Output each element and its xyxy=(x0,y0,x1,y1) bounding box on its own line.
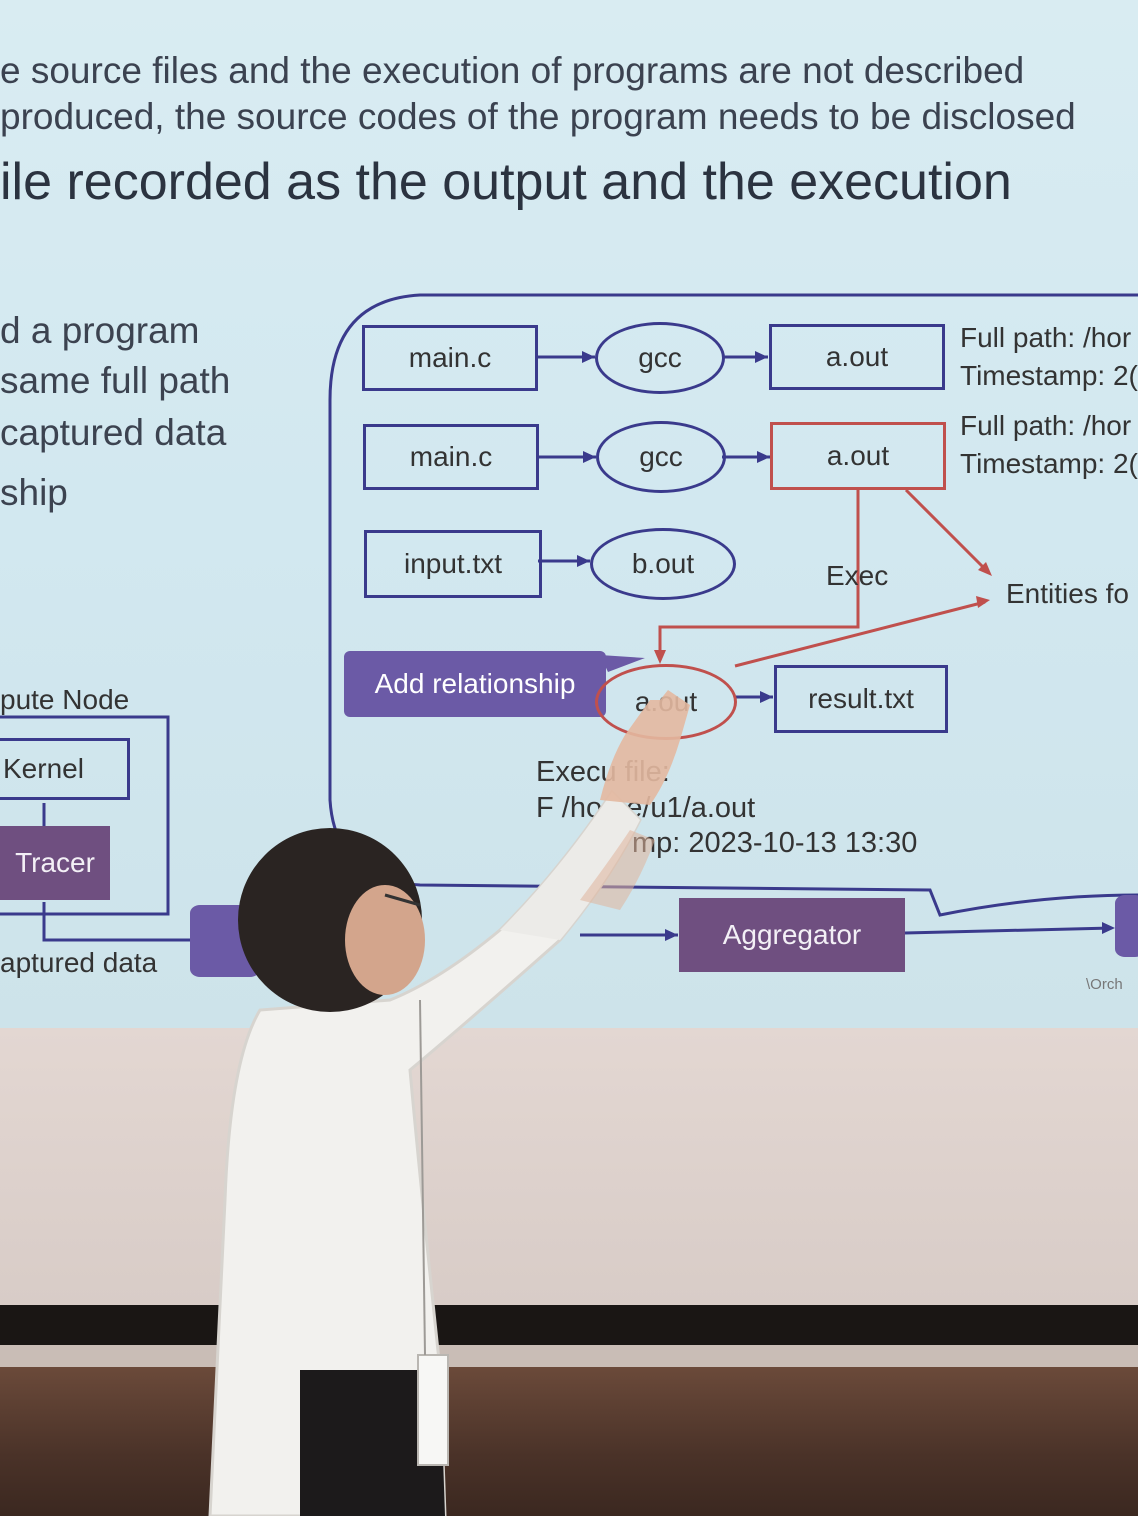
database-icon-right xyxy=(1115,895,1138,957)
projection-screen: e source files and the execution of prog… xyxy=(0,0,1138,1028)
entities-label: Entities fo xyxy=(1006,578,1129,609)
compiler-process-oval: gcc xyxy=(595,322,725,394)
orchestrator-label: \Orch xyxy=(1086,976,1123,993)
slide-heading: ile recorded as the output and the execu… xyxy=(0,153,1012,211)
output-file-box: a.out xyxy=(769,324,945,390)
result-file-box: result.txt xyxy=(774,665,948,733)
add-relationship-callout: Add relationship xyxy=(344,651,606,717)
source-file-box: main.c xyxy=(362,325,538,391)
full-path-text: Full path: /hor xyxy=(960,322,1132,353)
source-file-box-2: main.c xyxy=(363,424,539,490)
slide-text-line-1: e source files and the execution of prog… xyxy=(0,50,1025,91)
tracer-box: Tracer xyxy=(0,826,110,900)
screen-lower-area xyxy=(0,1028,1138,1308)
bullet-4: ship xyxy=(0,472,68,513)
exec-file-line-1: Execu file: xyxy=(536,756,670,788)
input-file-box: input.txt xyxy=(364,530,542,598)
timestamp-text: Timestamp: 2( xyxy=(960,360,1138,391)
screen-bottom-rail xyxy=(0,1305,1138,1345)
compiler-process-oval-2: gcc xyxy=(596,421,726,493)
database-icon xyxy=(190,905,260,977)
compute-node-label: pute Node xyxy=(0,684,130,715)
wall-trim xyxy=(0,1345,1138,1367)
output-file-box-highlighted: a.out xyxy=(770,422,946,490)
wood-panel xyxy=(0,1367,1138,1516)
timestamp-text-2: Timestamp: 2( xyxy=(960,448,1138,479)
exec-file-line-3: mp: 2023-10-13 13:30 xyxy=(632,827,918,859)
bullet-2: same full path xyxy=(0,360,231,401)
exec-label: Exec xyxy=(826,560,889,591)
captured-data-label: aptured data xyxy=(0,947,158,978)
exec-file-line-2: F /home/u1/a.out xyxy=(536,792,756,824)
executed-process-oval: a.out xyxy=(595,664,737,740)
slide-text-line-2: produced, the source codes of the progra… xyxy=(0,96,1076,137)
aggregator-box: Aggregator xyxy=(679,898,905,972)
diagram-frame xyxy=(0,293,1138,942)
bullet-1: d a program xyxy=(0,310,200,351)
kernel-box: Kernel xyxy=(0,738,130,800)
full-path-text-2: Full path: /hor xyxy=(960,410,1132,441)
bullet-3: captured data xyxy=(0,412,227,453)
executable-process-oval: b.out xyxy=(590,528,736,600)
